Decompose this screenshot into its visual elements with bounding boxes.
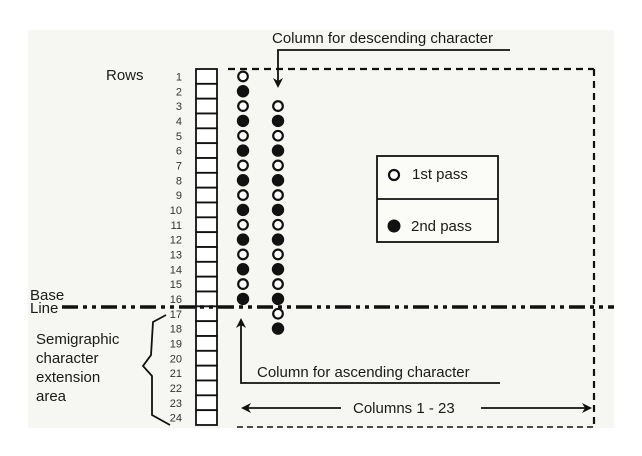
- second-pass-dot: [237, 204, 249, 216]
- first-pass-dot: [273, 190, 283, 200]
- legend: 1st pass 2nd pass: [377, 156, 498, 242]
- row-number: 11: [171, 220, 182, 232]
- row-number: 13: [170, 249, 182, 261]
- row-number: 1: [176, 71, 182, 83]
- row-box: [196, 351, 217, 366]
- row-number: 10: [170, 205, 182, 217]
- second-pass-dot: [272, 233, 284, 245]
- second-pass-dot: [272, 293, 284, 305]
- row-number: 5: [176, 131, 182, 143]
- row-box: [196, 173, 217, 188]
- row-number: 17: [170, 309, 182, 321]
- row-box: [196, 232, 217, 247]
- row-box: [196, 336, 217, 351]
- second-pass-dot: [237, 263, 249, 275]
- second-pass-dot: [272, 263, 284, 275]
- row-number: 15: [170, 279, 182, 291]
- row-box: [196, 306, 217, 321]
- first-pass-dot: [238, 250, 248, 260]
- row-box: [196, 114, 217, 129]
- row-number: 24: [170, 413, 182, 425]
- second-pass-dot: [237, 115, 249, 127]
- row-number: 6: [176, 146, 182, 158]
- row-box: [196, 203, 217, 218]
- second-pass-dot: [272, 115, 284, 127]
- first-pass-dot: [238, 72, 248, 82]
- row-number: 4: [176, 116, 182, 128]
- row-number: 9: [176, 190, 182, 202]
- row-box: [196, 381, 217, 396]
- row-number: 14: [170, 264, 182, 276]
- row-box: [196, 277, 217, 292]
- row-box: [196, 217, 217, 232]
- rows-label: Rows: [106, 67, 144, 84]
- row-number: 8: [176, 175, 182, 187]
- second-pass-dot: [272, 144, 284, 156]
- first-pass-dot: [238, 161, 248, 171]
- first-pass-dot: [273, 101, 283, 111]
- first-pass-dot: [273, 279, 283, 289]
- row-number: 2: [176, 86, 182, 98]
- row-number: 19: [170, 338, 182, 350]
- row-box: [196, 69, 217, 84]
- semigraphic-label-line-2: character: [36, 350, 99, 367]
- second-pass-dot: [272, 322, 284, 334]
- legend-label-first-pass: 1st pass: [412, 166, 468, 183]
- second-pass-dot: [237, 233, 249, 245]
- first-pass-dot: [273, 250, 283, 260]
- row-box: [196, 292, 217, 307]
- row-number: 3: [176, 101, 182, 113]
- row-boxes: [196, 69, 217, 425]
- first-pass-dot: [238, 220, 248, 230]
- second-pass-dot: [272, 174, 284, 186]
- first-pass-dot: [238, 131, 248, 141]
- row-number: 21: [170, 368, 182, 380]
- second-pass-dot: [237, 144, 249, 156]
- row-number: 7: [176, 160, 182, 172]
- row-number: 20: [170, 353, 182, 365]
- row-box: [196, 262, 217, 277]
- row-box: [196, 395, 217, 410]
- legend-label-second-pass: 2nd pass: [411, 218, 472, 235]
- first-pass-dot: [273, 131, 283, 141]
- first-pass-dot: [273, 220, 283, 230]
- semigraphic-label-line-3: extension: [36, 369, 100, 386]
- semigraphic-label-line-1: Semigraphic: [36, 331, 120, 348]
- first-pass-dot: [273, 309, 283, 319]
- row-box: [196, 366, 217, 381]
- legend-open-dot-icon: [389, 170, 399, 180]
- first-pass-dot: [238, 190, 248, 200]
- row-box: [196, 84, 217, 99]
- row-box: [196, 99, 217, 114]
- second-pass-dot: [272, 204, 284, 216]
- ascending-column-label: Column for ascending character: [257, 364, 470, 381]
- columns-range-label: Columns 1 - 23: [353, 400, 455, 417]
- row-box: [196, 247, 217, 262]
- row-number: 23: [170, 398, 182, 410]
- row-box: [196, 188, 217, 203]
- row-number: 22: [170, 383, 182, 395]
- second-pass-dot: [237, 85, 249, 97]
- row-box: [196, 158, 217, 173]
- row-box: [196, 321, 217, 336]
- second-pass-dot: [237, 293, 249, 305]
- base-line-label-2: Line: [30, 300, 58, 317]
- second-pass-dot: [237, 174, 249, 186]
- descending-column-label: Column for descending character: [272, 30, 493, 47]
- first-pass-dot: [273, 161, 283, 171]
- row-number: 18: [170, 324, 182, 336]
- first-pass-dot: [238, 279, 248, 289]
- row-box: [196, 143, 217, 158]
- row-number: 12: [170, 235, 182, 247]
- legend-filled-dot-icon: [388, 220, 401, 233]
- semigraphic-label-line-4: area: [36, 388, 67, 405]
- row-box: [196, 128, 217, 143]
- row-number: 16: [170, 294, 182, 306]
- row-box: [196, 410, 217, 425]
- first-pass-dot: [238, 101, 248, 111]
